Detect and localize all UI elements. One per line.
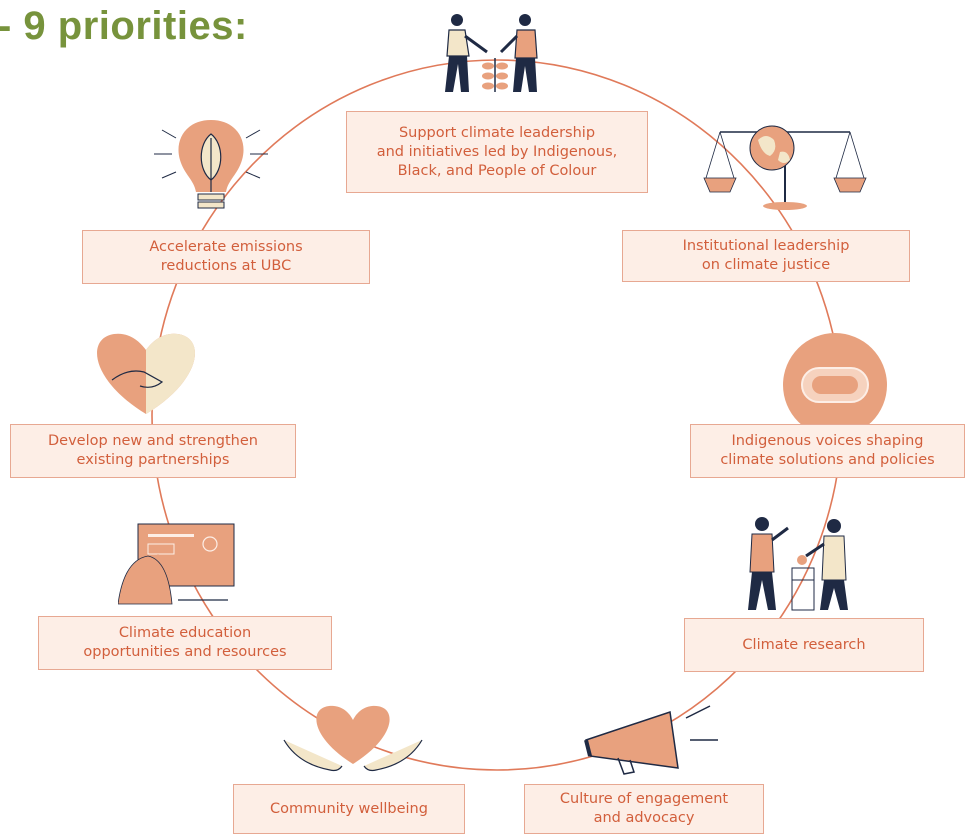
handshake-heart-icon xyxy=(97,333,195,414)
priority-box-climate-research: Climate research xyxy=(684,618,924,672)
heart-hands-icon xyxy=(283,705,423,772)
priority-box-culture-engagement: Culture of engagement and advocacy xyxy=(524,784,764,834)
people-planting-sprout-icon xyxy=(445,14,538,92)
computer-learning-icon xyxy=(118,523,235,605)
scientists-lab-icon xyxy=(748,517,848,611)
priority-box-community-wellbeing: Community wellbeing xyxy=(233,784,465,834)
globe-scale-icon xyxy=(703,125,867,210)
priority-box-climate-leadership: Support climate leadership and initiativ… xyxy=(346,111,648,193)
priority-box-climate-education: Climate education opportunities and reso… xyxy=(38,616,332,670)
shell-bead-icon xyxy=(783,333,887,437)
lightbulb-leaf-icon xyxy=(154,120,268,209)
megaphone-icon xyxy=(584,705,718,775)
priority-box-partnerships: Develop new and strengthen existing part… xyxy=(10,424,296,478)
priority-box-indigenous-voices: Indigenous voices shaping climate soluti… xyxy=(690,424,965,478)
priority-box-institutional-leadership: Institutional leadership on climate just… xyxy=(622,230,910,282)
priority-box-emissions: Accelerate emissions reductions at UBC xyxy=(82,230,370,284)
page-title: - 9 priorities: xyxy=(0,4,248,48)
